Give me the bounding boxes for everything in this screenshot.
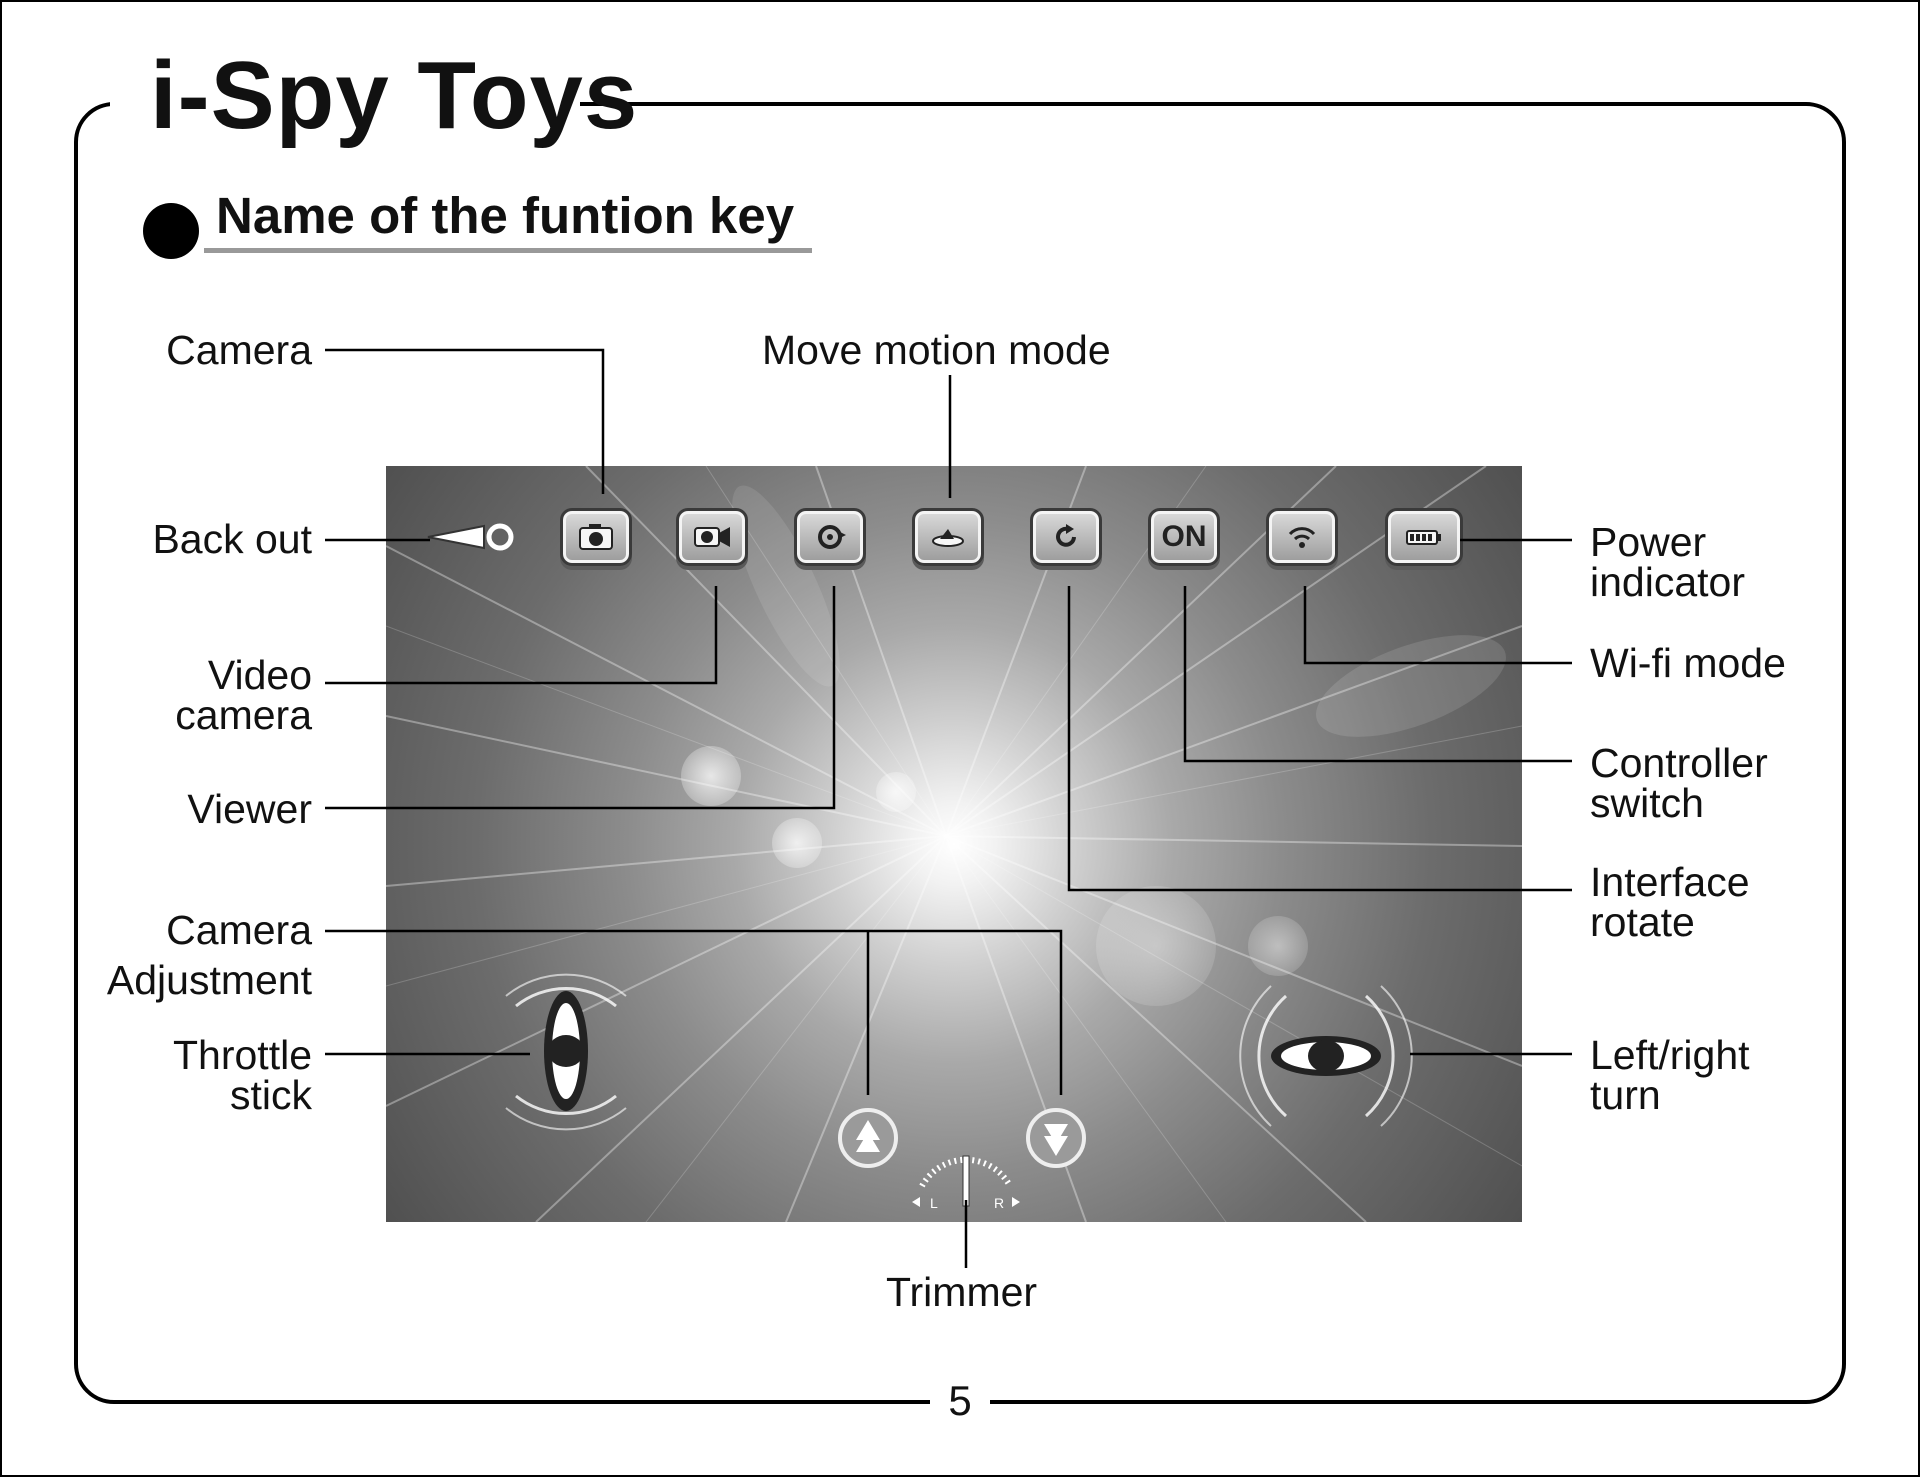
- light-bubble: [1096, 886, 1216, 1006]
- controller-switch-button[interactable]: ON: [1148, 508, 1220, 566]
- throttle-stick-icon[interactable]: [476, 946, 656, 1146]
- trim-left-label: L: [930, 1195, 938, 1211]
- power-indicator: [1385, 508, 1463, 566]
- label-video-camera-line2: camera: [175, 692, 312, 738]
- section-title: Name of the funtion key: [216, 187, 795, 244]
- label-camera-adjustment-line2: Adjustment: [106, 957, 312, 1003]
- battery-icon: [1406, 530, 1441, 545]
- back-out-icon[interactable]: [426, 522, 516, 552]
- label-video-camera-line1: Video: [207, 652, 312, 698]
- label-throttle-stick-line1: Throttle: [173, 1032, 312, 1078]
- camera-icon: [579, 524, 613, 550]
- label-camera-adjustment-line1: Camera: [166, 907, 312, 953]
- label-left-right-turn: Left/right turn: [1590, 1032, 1750, 1118]
- label-viewer: Viewer: [187, 786, 312, 832]
- interface-rotate-button[interactable]: [1030, 508, 1102, 566]
- light-bubble: [1248, 916, 1308, 976]
- wifi-icon: [1288, 527, 1316, 548]
- label-move-motion-mode: Move motion mode: [762, 327, 1111, 373]
- label-throttle-stick: Throttle stick: [80, 1032, 312, 1118]
- rotate-icon: [1056, 524, 1076, 547]
- section-bullet: [143, 203, 199, 259]
- label-power-indicator: Power indicator: [1590, 519, 1745, 605]
- camera-button[interactable]: [560, 508, 632, 566]
- video-camera-button[interactable]: [676, 508, 748, 566]
- label-back-out: Back out: [152, 516, 312, 562]
- label-video-camera: Video camera: [80, 652, 312, 738]
- brand-logo-text: i-Spy Toys: [150, 42, 639, 149]
- label-power-indicator-line1: Power: [1590, 519, 1707, 565]
- label-controller-switch: Controller switch: [1590, 740, 1768, 826]
- label-trimmer: Trimmer: [886, 1269, 1038, 1315]
- wifi-mode-button[interactable]: [1266, 508, 1338, 566]
- label-camera-adjustment: Camera Adjustment: [60, 907, 312, 1003]
- viewer-button[interactable]: [794, 508, 866, 566]
- label-interface-rotate-line1: Interface: [1590, 859, 1750, 905]
- label-controller-switch-line2: switch: [1590, 780, 1704, 826]
- trimmer-gauge-icon: L R: [912, 1155, 1020, 1211]
- label-left-right-turn-line2: turn: [1590, 1072, 1661, 1118]
- light-bubble: [681, 746, 741, 806]
- label-throttle-stick-line2: stick: [230, 1072, 312, 1118]
- label-interface-rotate: Interface rotate: [1590, 859, 1750, 945]
- label-camera: Camera: [166, 327, 312, 373]
- label-interface-rotate-line2: rotate: [1590, 899, 1695, 945]
- controller-switch-label: ON: [1161, 520, 1207, 553]
- video-camera-icon: [694, 527, 730, 547]
- brand-mask: [110, 60, 580, 140]
- move-motion-icon: [932, 529, 964, 547]
- label-left-right-turn-line1: Left/right: [1590, 1032, 1750, 1078]
- trim-right-label: R: [994, 1195, 1004, 1211]
- label-wifi-mode: Wi-fi mode: [1590, 640, 1786, 686]
- steering-icon[interactable]: [1226, 966, 1426, 1146]
- light-bubble: [772, 818, 822, 868]
- label-controller-switch-line1: Controller: [1590, 740, 1768, 786]
- page-number-mask: [930, 1380, 990, 1426]
- trim-down-icon[interactable]: [1024, 1106, 1088, 1170]
- section-underline: [204, 248, 812, 253]
- light-bubble: [876, 772, 916, 812]
- page-number: 5: [948, 1377, 972, 1424]
- app-screen: ON: [386, 466, 1522, 1222]
- viewer-icon: [818, 525, 846, 549]
- trim-up-icon[interactable]: [836, 1106, 900, 1170]
- label-power-indicator-line2: indicator: [1590, 559, 1745, 605]
- move-motion-mode-button[interactable]: [912, 508, 984, 566]
